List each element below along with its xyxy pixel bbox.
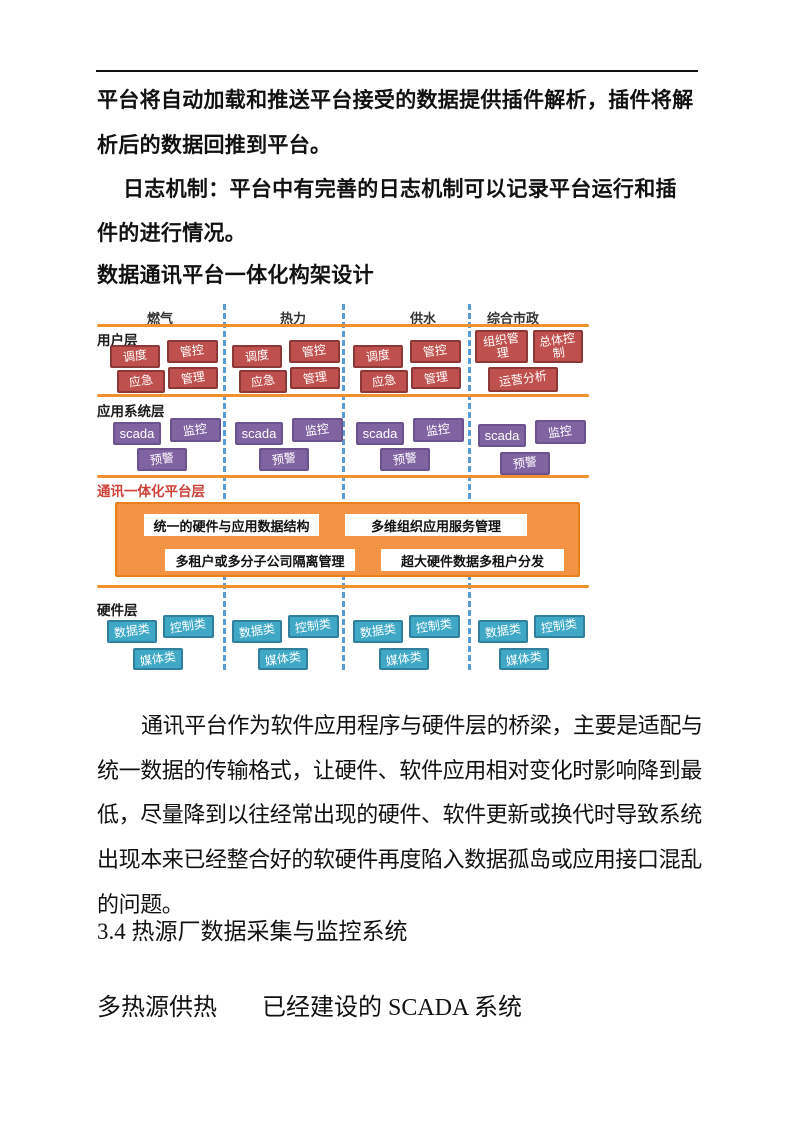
- column-separator-3: [468, 304, 471, 670]
- column-separator-2: [342, 304, 345, 670]
- app-layer-label: 应用系统层: [97, 404, 165, 419]
- platform-box-data-dispatch: 超大硬件数据多租户分发: [381, 549, 564, 571]
- app-box-warning-col2: 预警: [259, 448, 309, 471]
- intro-line-4: 件的进行情况。: [97, 222, 247, 245]
- body-line-1: 通讯平台作为软件应用程序与硬件层的桥梁，主要是适配与: [141, 713, 703, 738]
- hw-box-data-col1: 数据类: [107, 620, 157, 643]
- hw-box-media-col2: 媒体类: [258, 648, 308, 670]
- platform-layer-label: 通讯一体化平台层: [97, 484, 205, 499]
- intro-line-3: 日志机制：平台中有完善的日志机制可以记录平台运行和插: [123, 178, 677, 201]
- hw-box-media-col1: 媒体类: [133, 648, 183, 670]
- app-box-monitor-col1: 监控: [170, 418, 221, 442]
- hw-box-data-col3: 数据类: [353, 620, 403, 643]
- hardware-layer-label: 硬件层: [97, 603, 138, 618]
- platform-box-unified-data: 统一的硬件与应用数据结构: [144, 514, 319, 536]
- column-header-heat: 热力: [279, 311, 306, 326]
- app-box-warning-col3: 预警: [380, 448, 430, 471]
- layer-divider-2: [97, 394, 589, 397]
- platform-band: 统一的硬件与应用数据结构 多维组织应用服务管理 多租户或多分子公司隔离管理 超大…: [115, 502, 580, 577]
- hw-box-control-col1: 控制类: [163, 615, 214, 638]
- app-box-monitor-col2: 监控: [292, 418, 343, 442]
- footer-caption-left: 多热源供热: [97, 995, 217, 1021]
- section-heading: 3.4 热源厂数据采集与监控系统: [97, 919, 408, 944]
- user-box-dispatch-col2: 调度: [232, 345, 282, 368]
- column-separator-1: [223, 304, 226, 670]
- user-box-manage-col2: 管理: [290, 367, 340, 389]
- user-box-supervise-col3: 管控: [410, 340, 461, 363]
- hw-box-control-col4: 控制类: [534, 615, 585, 638]
- intro-line-2: 析后的数据回推到平台。: [97, 134, 332, 157]
- hw-box-control-col3: 控制类: [409, 615, 460, 638]
- header-rule: [96, 70, 698, 72]
- layer-divider-4: [97, 585, 589, 588]
- app-box-scada-col1: scada: [113, 422, 161, 445]
- column-header-water: 供水: [409, 311, 436, 326]
- app-box-scada-col4: scada: [478, 424, 526, 447]
- app-box-scada-col3: scada: [356, 422, 404, 445]
- app-box-scada-col2: scada: [235, 422, 283, 445]
- user-layer-label: 用户层: [97, 333, 138, 348]
- app-box-monitor-col4: 监控: [535, 420, 586, 444]
- user-box-supervise-col1: 管控: [167, 340, 218, 363]
- platform-box-tenant-isolate: 多租户或多分子公司隔离管理: [165, 549, 355, 571]
- column-header-gas: 燃气: [146, 311, 173, 326]
- body-line-4: 出现本来已经整合好的软硬件再度陷入数据孤岛或应用接口混乱: [97, 847, 702, 872]
- user-box-manage-col1: 管理: [168, 367, 218, 389]
- user-box-manage-col3: 管理: [411, 367, 461, 389]
- user-box-org-manage: 组织管理: [475, 330, 528, 363]
- user-box-dispatch-col1: 调度: [110, 345, 160, 368]
- hw-box-media-col4: 媒体类: [499, 648, 549, 670]
- platform-box-multi-org: 多维组织应用服务管理: [345, 514, 527, 536]
- footer-caption-right: 已经建设的 SCADA 系统: [262, 995, 523, 1021]
- app-box-warning-col1: 预警: [137, 448, 187, 471]
- hw-box-control-col2: 控制类: [288, 615, 339, 638]
- diagram-title: 数据通讯平台一体化构架设计: [97, 264, 374, 287]
- layer-divider-3: [97, 475, 589, 478]
- column-header-municipal: 综合市政: [486, 311, 539, 326]
- app-box-warning-col4: 预警: [500, 452, 550, 475]
- user-box-operation-analysis: 运营分析: [488, 367, 558, 392]
- app-box-monitor-col3: 监控: [413, 418, 464, 442]
- architecture-diagram: 燃气 热力 供水 综合市政 用户层 应用系统层 通讯一体化平台层 硬件层 调度 …: [97, 296, 589, 676]
- hw-box-data-col2: 数据类: [232, 620, 282, 643]
- hw-box-media-col3: 媒体类: [379, 648, 429, 670]
- body-line-5: 的问题。: [97, 892, 184, 917]
- intro-line-1: 平台将自动加载和推送平台接受的数据提供插件解析，插件将解: [97, 89, 694, 112]
- user-box-emergency-col1: 应急: [117, 370, 165, 393]
- body-line-2: 统一数据的传输格式，让硬件、软件应用相对变化时影响降到最: [97, 758, 702, 783]
- layer-divider-1: [97, 324, 589, 327]
- user-box-supervise-col2: 管控: [289, 340, 340, 363]
- user-box-dispatch-col3: 调度: [353, 345, 403, 368]
- user-box-emergency-col2: 应急: [239, 370, 287, 393]
- hw-box-data-col4: 数据类: [478, 620, 528, 643]
- user-box-overall-control: 总体控制: [533, 330, 583, 363]
- body-line-3: 低，尽量降到以往经常出现的硬件、软件更新或换代时导致系统: [97, 802, 702, 827]
- user-box-emergency-col3: 应急: [360, 370, 408, 393]
